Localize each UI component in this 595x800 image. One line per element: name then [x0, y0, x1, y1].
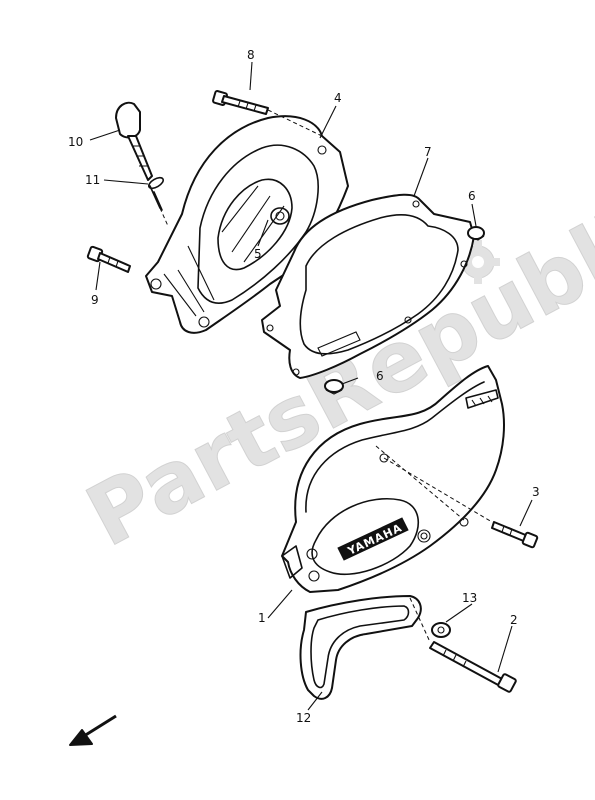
callout-4: 4 [334, 91, 342, 105]
callout-6-upper: 6 [468, 189, 476, 203]
front-direction-arrow-icon [69, 714, 117, 746]
assembly-lines [159, 109, 493, 643]
callout-13: 13 [462, 591, 477, 605]
callout-12: 12 [296, 711, 311, 725]
callout-5: 5 [254, 247, 262, 261]
callout-9: 9 [91, 293, 99, 307]
callout-11: 11 [85, 173, 100, 187]
callout-8: 8 [247, 48, 255, 62]
bolt-2 [429, 641, 517, 693]
callout-2: 2 [510, 613, 518, 627]
oil-level-gauge [115, 101, 163, 211]
o-ring [147, 176, 165, 190]
bolt-9 [86, 245, 131, 273]
guard-bracket [299, 595, 422, 700]
collar-13 [431, 622, 451, 638]
callout-7: 7 [424, 145, 432, 159]
bolt-8 [212, 90, 269, 115]
leader-lines [89, 61, 533, 711]
dowel-pin-upper [467, 226, 485, 241]
callout-labels: 8 4 10 11 7 6 5 9 6 3 13 1 2 12 [68, 48, 540, 725]
gasket [261, 193, 475, 379]
crankcase-cover: YAMAHA [281, 365, 505, 593]
callout-10: 10 [68, 135, 83, 149]
callout-3: 3 [532, 485, 540, 499]
dowel-pin-lower [324, 379, 344, 395]
callout-1: 1 [258, 611, 266, 625]
callout-6-lower: 6 [376, 369, 384, 383]
bolt-3 [491, 521, 539, 549]
